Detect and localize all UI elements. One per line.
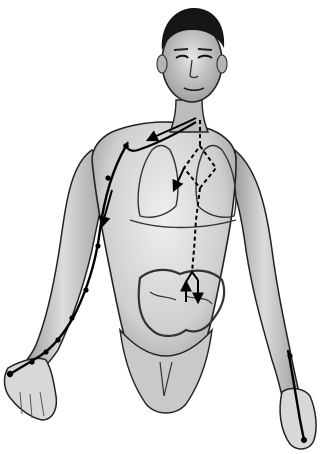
acupoint-dot-icon bbox=[69, 315, 74, 320]
acupoint-dot-icon bbox=[287, 353, 292, 358]
acupoint-dot-icon bbox=[83, 287, 88, 292]
acupoint-dot-icon bbox=[95, 243, 100, 248]
acupoint-dot-icon bbox=[29, 359, 34, 364]
acupoint-dot-icon bbox=[55, 337, 60, 342]
right-ear bbox=[217, 55, 227, 73]
acupoint-dot-icon bbox=[43, 349, 48, 354]
left-ear bbox=[157, 55, 167, 73]
acupoint-dot-icon bbox=[123, 143, 129, 149]
acupoint-dot-icon bbox=[7, 371, 13, 377]
acupoint-dot-icon bbox=[301, 437, 307, 443]
acupoint-dot-icon bbox=[105, 175, 110, 180]
